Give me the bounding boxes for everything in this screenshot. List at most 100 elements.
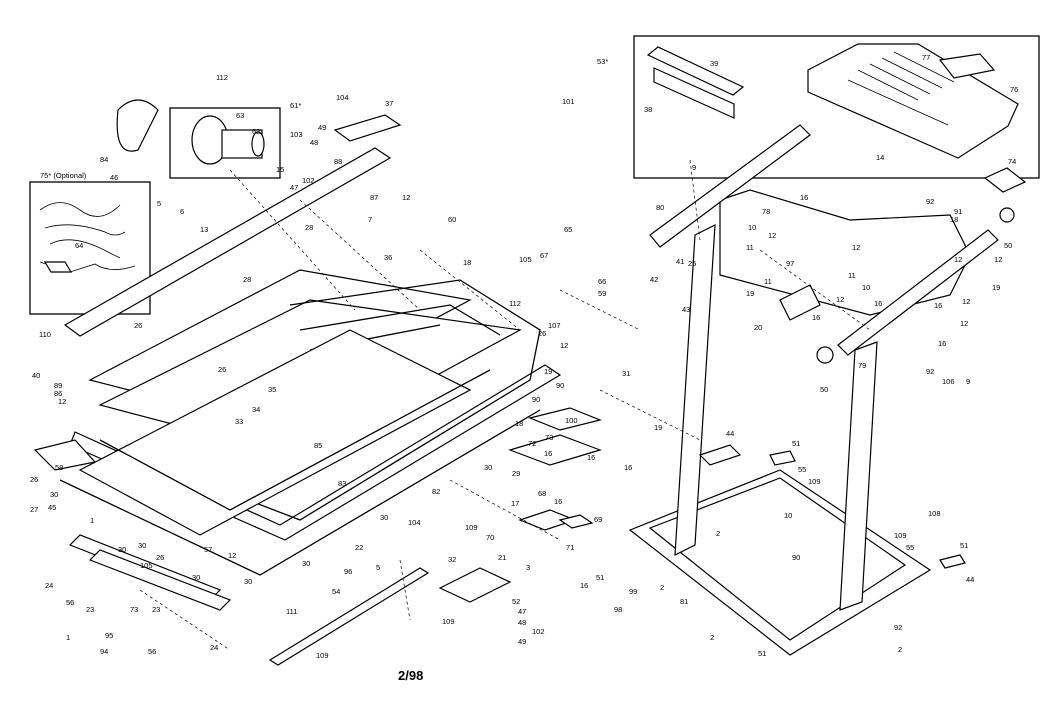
part-label: 45 [48,503,56,512]
part-label: 11 [764,277,772,286]
part-label: 65 [564,225,572,234]
part-label: 16 [587,453,595,462]
console-parts-inset [633,35,1040,193]
part-label: 18 [515,419,523,428]
part-label: 99 [629,587,637,596]
part-label: 37 [385,99,393,108]
inset-callout: 53* [597,57,608,66]
part-label: 12 [402,193,410,202]
part-label: 12 [954,255,962,264]
part-label: 12 [962,297,970,306]
part-label: 102 [302,176,315,185]
part-label: 106 [942,377,955,386]
part-label: 101 [562,97,575,106]
part-label: 85 [314,441,322,450]
part-label: 14 [876,153,884,162]
leader-lines [139,159,871,651]
part-label: 30 [192,573,200,582]
part-label: 112 [509,299,521,308]
part-label: 60 [448,215,456,224]
part-label: 42 [650,275,658,284]
part-label: 69 [594,515,602,524]
part-label: 13 [200,225,208,234]
part-label: 78 [762,207,770,216]
part-label: 12 [560,341,568,350]
part-label: 92 [926,367,934,376]
part-label: 47 [290,183,298,192]
part-label: 15 [276,165,284,174]
part-label: 55 [798,465,806,474]
part-label: 12 [852,243,860,252]
part-label: 94 [100,647,108,656]
part-label: 48 [310,138,318,147]
part-label: 16 [938,339,946,348]
part-label: 88 [334,157,342,166]
part-label: 92 [894,623,902,632]
part-label: 16 [554,497,562,506]
part-label: 52 [512,597,520,606]
part-label: 7 [368,215,372,224]
part-label: 50 [820,385,828,394]
part-label: 32 [448,555,456,564]
part-label: 21 [498,553,506,562]
part-label: 2 [710,633,714,642]
motor-assembly [116,99,281,179]
part-label: 92 [926,197,934,206]
part-label: 1 [90,516,94,525]
part-label: 49 [518,637,526,646]
part-label: 43 [682,305,690,314]
lower-parts [68,407,602,666]
part-label: 79 [858,361,866,370]
part-label: 84 [100,155,108,164]
part-label: 70 [486,533,494,542]
part-label: 86 [54,389,62,398]
part-label: 26 [538,329,546,338]
part-label: 2 [660,583,664,592]
part-label: 5 [376,563,380,572]
part-label: 11 [746,243,754,252]
part-label: 56 [148,647,156,656]
part-label: 63 [236,111,244,120]
part-label: 16 [544,449,552,458]
part-label: 23 [152,605,160,614]
part-label: 77 [922,53,930,62]
part-label: 105 [519,255,532,264]
part-label: 90 [532,395,540,404]
part-label: 80 [656,203,664,212]
part-label: 29 [512,469,520,478]
part-label: 16 [624,463,632,472]
part-label: 25 [688,259,696,268]
part-label: 30 [244,577,252,586]
part-label: 16 [812,313,820,322]
part-label: 10 [784,511,792,520]
part-label: 72 [528,439,536,448]
part-label: 61* [290,101,301,110]
part-label: 28 [243,275,251,284]
part-label: 18 [950,215,958,224]
part-label: 54 [332,587,340,596]
part-label: 33 [235,417,243,426]
part-label: 47 [518,607,526,616]
date-code: 2/98 [398,668,423,683]
part-label: 109 [442,617,455,626]
part-label: 10 [748,223,756,232]
part-label: 89 [54,381,62,390]
part-label: 51 [758,649,766,658]
part-label: 90 [792,553,800,562]
part-label: 76 [1010,85,1018,94]
part-label: 59 [598,289,606,298]
part-label: 51 [792,439,800,448]
part-label: 30 [484,463,492,472]
part-label: 51 [596,573,604,582]
part-label: 38 [644,105,652,114]
part-label: 28 [305,223,313,232]
part-label: 30 [118,545,126,554]
part-label: 62 [252,127,260,136]
part-label: 96 [344,567,352,576]
part-label: 48 [518,618,526,627]
part-label: 12 [994,255,1002,264]
part-label: 104 [408,518,421,527]
part-label: 40 [32,371,40,380]
part-label: 10 [862,283,870,292]
